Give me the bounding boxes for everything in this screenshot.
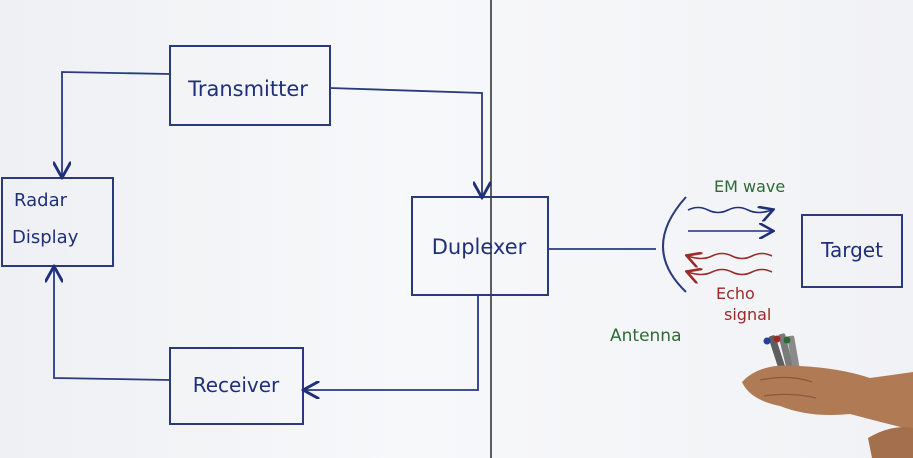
echo-arrow-2 [688,270,773,275]
radar-display-label-line1: Radar [14,190,68,211]
radar-display-label-line2: Display [12,227,79,248]
antenna-label: Antenna [610,326,682,346]
receiver-block: Receiver [169,347,304,425]
presenter-hand-with-markers [742,333,913,458]
antenna-dish [662,196,687,293]
echo-label-line1: Echo [716,284,755,303]
echo-arrow-1 [688,254,773,259]
em-wave-arrow-1 [687,208,772,213]
target-label: Target [820,238,883,262]
echo-label-line2: signal [724,305,771,324]
duplexer-label: Duplexer [432,235,527,259]
receiver-label: Receiver [193,373,280,397]
transmitter-to-duplexer-arrow [329,87,482,196]
transmitter-label: Transmitter [187,77,308,101]
em-wave-label: EM wave [714,177,785,196]
duplexer-block: Duplexer [411,196,549,296]
duplexer-to-receiver-arrow [305,295,479,390]
radar-display-block: Radar Display [1,177,114,267]
target-block: Target [801,214,903,288]
transmitter-block: Transmitter [169,45,331,126]
transmitter-to-display-arrow [62,71,171,176]
receiver-to-display-arrow [54,268,171,381]
